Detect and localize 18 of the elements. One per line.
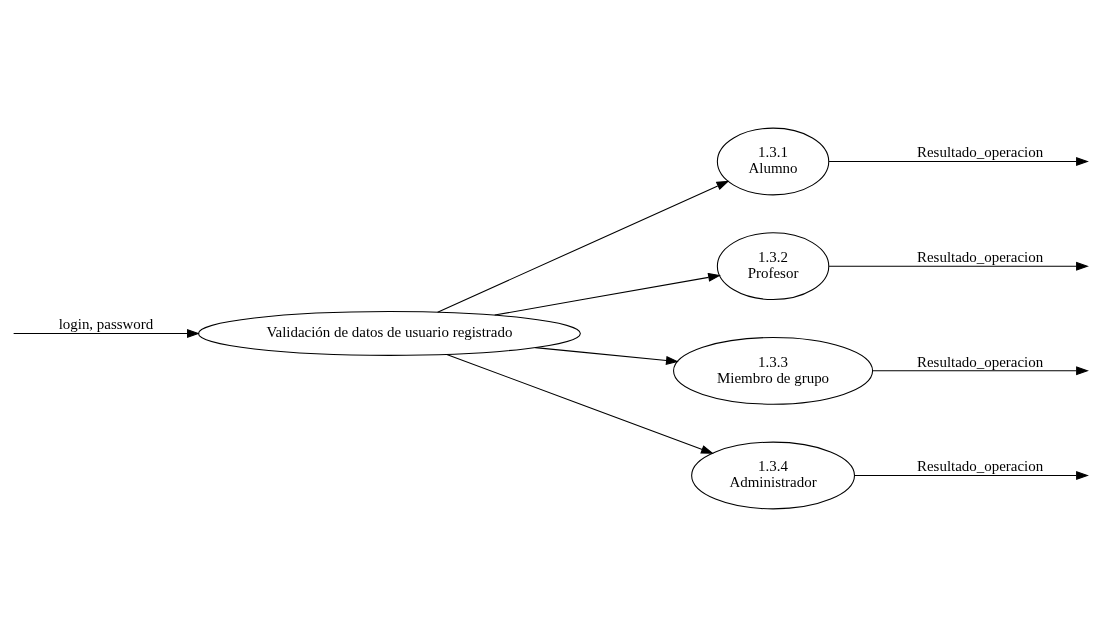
node-ellipse: Validación de datos de usuario registrado: [197, 311, 581, 356]
edge-label: Resultado_operacion: [917, 458, 1044, 475]
arrow: [854, 471, 1089, 480]
edge-label: Resultado_operacion: [917, 353, 1044, 370]
arrow: [828, 261, 1089, 271]
arrow: [437, 180, 730, 313]
arrow: [446, 353, 714, 454]
edge-label: login, password: [58, 316, 154, 333]
arrow: [534, 347, 679, 365]
arrow: [828, 157, 1089, 166]
node-ellipse: 1.3.4 Administrador: [691, 441, 856, 510]
edge-label: Resultado_operacion: [917, 249, 1044, 266]
node-ellipse: 1.3.2 Profesor: [716, 232, 830, 301]
arrow: [872, 366, 1089, 376]
arrow: [13, 328, 200, 338]
arrow: [494, 272, 721, 316]
node-ellipse: 1.3.3 Miembro de grupo: [673, 336, 874, 405]
edge-label: Resultado_operacion: [917, 144, 1044, 161]
